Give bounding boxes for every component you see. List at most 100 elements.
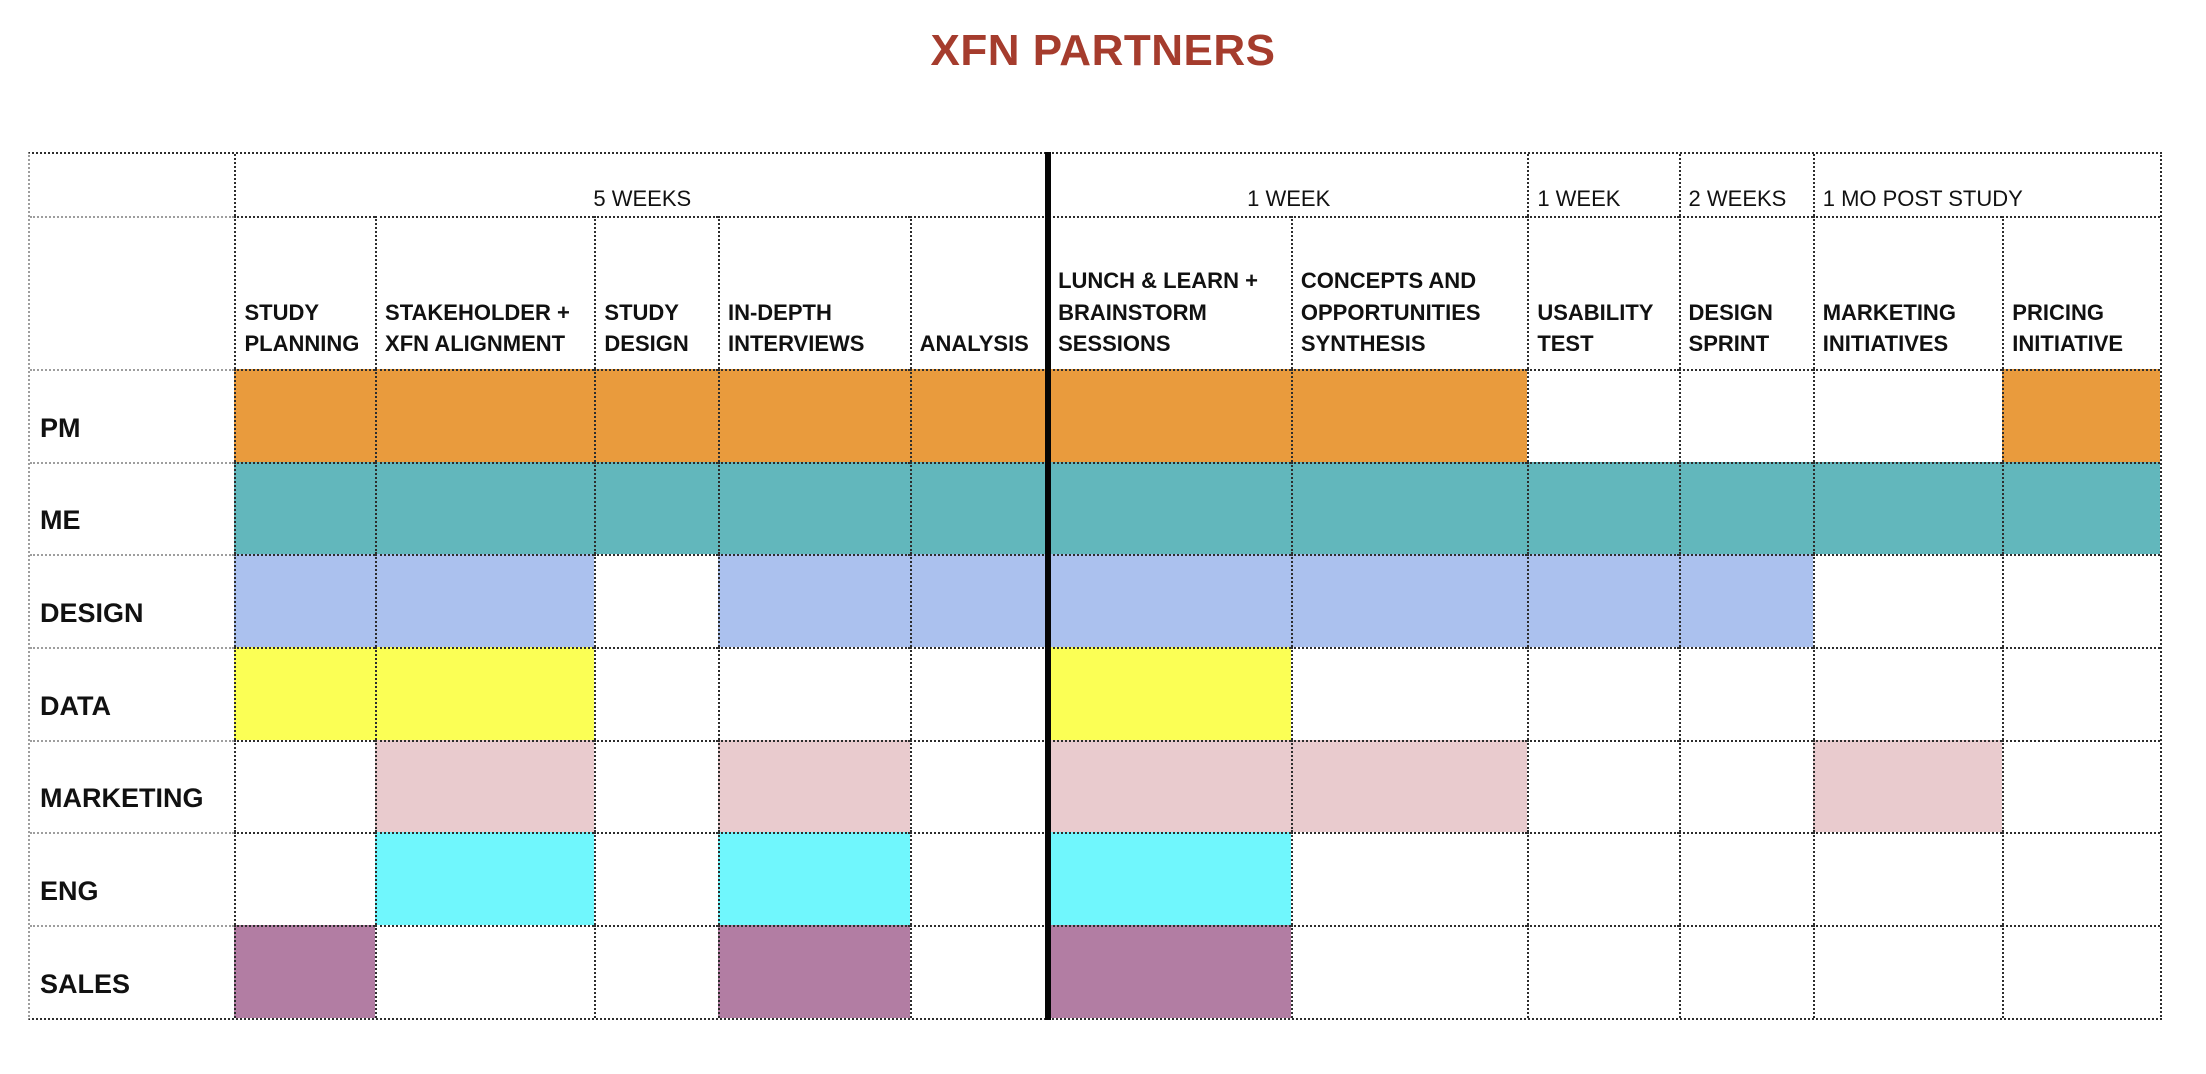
gantt-cell-filled — [234, 925, 376, 1018]
gantt-cell-filled — [1527, 554, 1679, 648]
column-header: LUNCH & LEARN + BRAINSTORM SESSIONS — [1048, 216, 1291, 369]
row-label: DESIGN — [30, 554, 235, 647]
duration-cell: 5 WEEKS — [234, 154, 1048, 216]
gantt-cell-empty — [2002, 554, 2160, 648]
gantt-cell-filled — [1678, 461, 1813, 555]
gantt-cell-filled — [1290, 739, 1528, 833]
gantt-cell-filled — [717, 369, 910, 462]
column-header: PRICING INITIATIVE — [2002, 216, 2160, 369]
column-header: IN-DEPTH INTERVIEWS — [717, 216, 910, 369]
gantt-cell-empty — [717, 647, 910, 740]
gantt-cell-filled — [717, 739, 910, 833]
gantt-cell-empty — [1290, 925, 1528, 1018]
gantt-cell-empty — [2002, 739, 2160, 833]
gantt-cell-filled — [909, 554, 1049, 648]
gantt-cell-empty — [1290, 647, 1528, 740]
row-label: PM — [30, 369, 235, 462]
column-header: MARKETING INITIATIVES — [1812, 216, 2003, 369]
row-label: ENG — [30, 832, 235, 925]
gantt-cell-empty — [594, 832, 718, 926]
gantt-cell-filled — [1812, 739, 2003, 833]
gantt-cell-filled — [234, 461, 376, 555]
gantt-cell-filled — [2002, 461, 2160, 555]
gantt-cell-empty — [1527, 739, 1679, 833]
column-header: STUDY PLANNING — [234, 216, 376, 369]
gantt-cell-filled — [234, 647, 376, 740]
gantt-cell-empty — [594, 739, 718, 833]
gantt-cell-empty — [594, 647, 718, 740]
gantt-cell-filled — [909, 369, 1049, 462]
gantt-cell-filled — [1812, 461, 2003, 555]
gantt-cell-empty — [909, 647, 1049, 740]
gantt-cell-empty — [909, 925, 1049, 1018]
duration-cell: 2 WEEKS — [1678, 154, 1813, 216]
column-header: USABILITY TEST — [1527, 216, 1679, 369]
gantt-cell-filled — [1048, 925, 1291, 1018]
gantt-cell-empty — [234, 739, 376, 833]
duration-corner-cell — [30, 154, 234, 216]
gantt-cell-filled — [375, 369, 595, 462]
gantt-cell-filled — [234, 554, 376, 648]
column-header-row: STUDY PLANNING STAKEHOLDER + XFN ALIGNME… — [30, 216, 2160, 369]
gantt-cell-empty — [1527, 832, 1679, 926]
gantt-cell-empty — [2002, 647, 2160, 740]
column-header: DESIGN SPRINT — [1678, 216, 1813, 369]
duration-cell: 1 WEEK — [1527, 154, 1678, 216]
gantt-cell-filled — [234, 369, 376, 462]
gantt-cell-filled — [1048, 647, 1291, 740]
gantt-cell-filled — [1290, 461, 1528, 555]
gantt-cell-empty — [1812, 832, 2003, 926]
gantt-cell-filled — [1048, 739, 1291, 833]
gantt-cell-filled — [375, 739, 595, 833]
gantt-cell-empty — [1812, 647, 2003, 740]
row-label: DATA — [30, 647, 235, 740]
gantt-cell-empty — [1527, 647, 1679, 740]
gantt-cell-empty — [375, 925, 595, 1018]
gantt-cell-empty — [909, 832, 1049, 926]
gantt-cell-filled — [717, 832, 910, 926]
gantt-cell-filled — [1048, 461, 1291, 555]
duration-row: 5 WEEKS 1 WEEK 1 WEEK 2 WEEKS 1 MO POST … — [30, 154, 2160, 216]
column-header: STUDY DESIGN — [594, 216, 718, 369]
gantt-cell-filled — [1048, 832, 1291, 926]
gantt-cell-empty — [1527, 369, 1679, 462]
header-corner-cell — [30, 216, 235, 369]
column-header: STAKEHOLDER + XFN ALIGNMENT — [375, 216, 595, 369]
gantt-cell-empty — [909, 739, 1049, 833]
gantt-cell-empty — [1678, 369, 1813, 462]
gantt-cell-empty — [1812, 369, 2003, 462]
gantt-cell-empty — [1678, 925, 1813, 1018]
gantt-cell-filled — [375, 554, 595, 648]
gantt-cell-empty — [1678, 647, 1813, 740]
gantt-cell-filled — [375, 461, 595, 555]
gantt-cell-empty — [1678, 739, 1813, 833]
row-label: SALES — [30, 925, 235, 1018]
gantt-cell-filled — [375, 832, 595, 926]
gantt-cell-filled — [1678, 554, 1813, 648]
column-header: ANALYSIS — [909, 216, 1049, 369]
duration-cell: 1 MO POST STUDY — [1812, 154, 2160, 216]
gantt-cell-filled — [594, 369, 718, 462]
column-header: CONCEPTS AND OPPORTUNITIES SYNTHESIS — [1290, 216, 1528, 369]
gantt-cell-empty — [2002, 832, 2160, 926]
gantt-cell-filled — [375, 647, 595, 740]
gantt-cell-empty — [1290, 832, 1528, 926]
gantt-cell-empty — [234, 832, 376, 926]
gantt-cell-filled — [1527, 461, 1679, 555]
gantt-cell-filled — [909, 461, 1049, 555]
gantt-cell-filled — [717, 461, 910, 555]
row-label: ME — [30, 461, 235, 555]
gantt-cell-empty — [1812, 554, 2003, 648]
row-label: MARKETING — [30, 739, 235, 833]
gantt-cell-filled — [1290, 369, 1528, 462]
gantt-cell-empty — [594, 554, 718, 648]
page-title: XFN PARTNERS — [930, 26, 1276, 75]
gantt-cell-filled — [717, 554, 910, 648]
gantt-cell-empty — [2002, 925, 2160, 1018]
gantt-cell-empty — [1678, 832, 1813, 926]
gantt-cell-empty — [1527, 925, 1679, 1018]
gantt-cell-filled — [2002, 369, 2160, 462]
gantt-cell-filled — [1290, 554, 1528, 648]
